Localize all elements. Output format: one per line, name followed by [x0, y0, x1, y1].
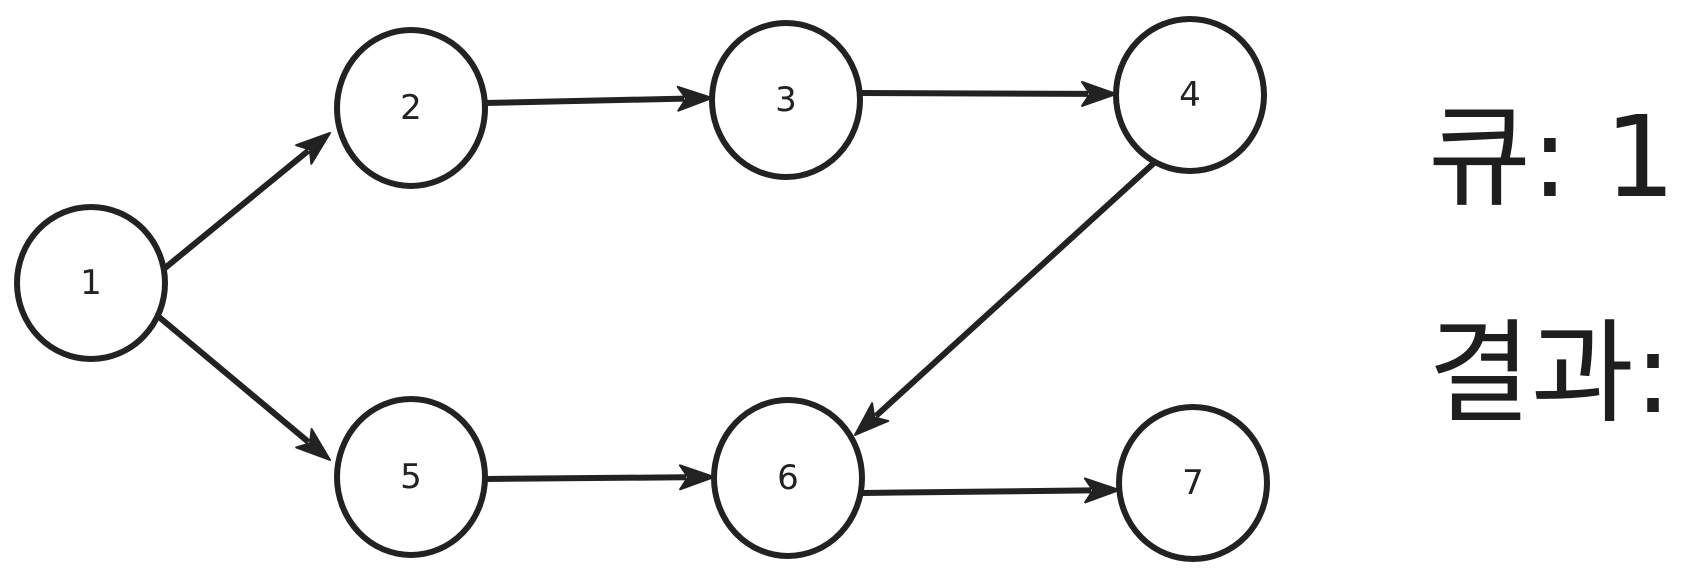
- queue-value: 1: [1604, 93, 1676, 223]
- node-label: 4: [1179, 75, 1201, 115]
- arrowhead-1-to-2: [295, 132, 331, 165]
- arrowhead-1-to-5: [295, 428, 331, 461]
- node-circle: [709, 20, 863, 180]
- node-circle: [14, 204, 168, 362]
- node-circle: [1113, 16, 1267, 174]
- node-circle: [711, 397, 865, 559]
- edge-4-to-6: [873, 160, 1157, 419]
- node-circle: [334, 27, 488, 189]
- queue-label: 큐:: [1428, 93, 1569, 223]
- result-status: 결과:: [1428, 318, 1672, 430]
- graph-node-5: 5: [334, 396, 488, 558]
- graph-node-1: 1: [14, 204, 168, 362]
- node-circle: [1116, 404, 1270, 562]
- node-label: 5: [400, 457, 422, 497]
- edge-5-to-6: [484, 474, 687, 482]
- edge-2-to-3: [484, 95, 685, 106]
- node-label: 6: [777, 458, 799, 498]
- graph-node-4: 4: [1113, 16, 1267, 174]
- arrowhead-6-to-7: [1083, 477, 1120, 504]
- arrowhead-3-to-4: [1081, 80, 1117, 107]
- node-label: 2: [400, 88, 422, 128]
- node-circle: [334, 396, 488, 558]
- edge-layer: [157, 80, 1157, 504]
- node-label: 7: [1182, 463, 1204, 503]
- node-layer: 1 2 3 4 5 6 7: [14, 16, 1270, 562]
- queue-status: 큐: 1: [1428, 102, 1676, 214]
- edge-3-to-4: [859, 90, 1089, 97]
- node-label: 1: [80, 263, 102, 303]
- node-label: 3: [775, 80, 797, 120]
- arrowhead-5-to-6: [678, 464, 715, 491]
- graph-node-7: 7: [1116, 404, 1270, 562]
- arrowhead-2-to-3: [676, 85, 713, 112]
- edge-6-to-7: [861, 487, 1092, 496]
- graph-node-6: 6: [711, 397, 865, 559]
- arrowhead-4-to-6: [854, 402, 890, 436]
- edge-1-to-5: [157, 314, 311, 445]
- graph-node-2: 2: [334, 27, 488, 189]
- edge-1-to-2: [163, 148, 311, 271]
- result-label: 결과:: [1428, 309, 1672, 439]
- graph-node-3: 3: [709, 20, 863, 180]
